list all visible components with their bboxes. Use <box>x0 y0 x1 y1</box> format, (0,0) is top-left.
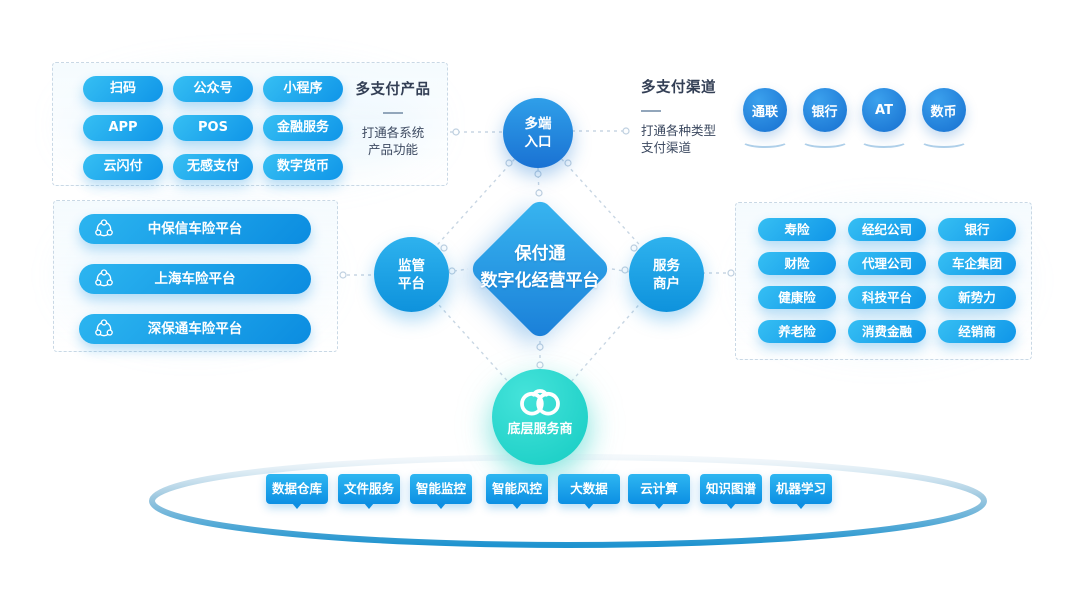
payment-products-grid: 扫码 公众号 小程序 APP POS 金融服务 云闪付 无感支付 数字货币 <box>83 76 343 180</box>
desc-line: 支付渠道 <box>641 140 692 155</box>
payment-product-pill: 小程序 <box>263 76 343 102</box>
channel-ball: 银行 <box>802 88 847 132</box>
merchant-pill: 银行 <box>938 218 1016 241</box>
payment-product-pill: 扫码 <box>83 76 163 102</box>
network-cluster-icon <box>95 269 113 287</box>
service-tag: 文件服务 <box>338 474 400 504</box>
payment-product-pill: 云闪付 <box>83 154 163 180</box>
payment-product-pill: 金融服务 <box>263 115 343 141</box>
service-tag: 智能监控 <box>410 474 472 504</box>
merchant-pill: 经销商 <box>938 320 1016 343</box>
merchant-pill: 科技平台 <box>848 286 926 309</box>
ball-shadow <box>860 134 908 148</box>
channel-ball: 通联 <box>743 88 787 132</box>
payment-products-desc: 打通各系统 产品功能 <box>343 124 443 158</box>
service-tag: 机器学习 <box>770 474 832 504</box>
merchant-pill: 代理公司 <box>848 252 926 275</box>
merchant-pill: 健康险 <box>758 286 836 309</box>
payment-products-title: 多支付产品 <box>355 82 431 98</box>
channel-ball: AT <box>862 88 906 132</box>
merchant-pill: 经纪公司 <box>848 218 926 241</box>
divider <box>641 110 661 112</box>
node-label-line: 多端 <box>524 116 552 132</box>
channel-ball-wrap: 通联 <box>741 88 789 148</box>
ball-shadow <box>919 134 968 148</box>
payment-product-pill: POS <box>173 115 253 141</box>
base-ellipse <box>149 454 987 548</box>
desc-line: 产品功能 <box>367 142 418 157</box>
node-label-line: 监管 <box>398 257 425 274</box>
merchant-service-node: 服务 商户 <box>629 237 704 312</box>
payment-channels-label: 多支付渠道 打通各种类型 支付渠道 <box>641 76 751 156</box>
payment-product-pill: APP <box>83 115 163 141</box>
platform-pill: 上海车险平台 <box>79 264 311 294</box>
service-tag: 知识图谱 <box>700 474 762 504</box>
node-label-line: 入口 <box>524 134 552 150</box>
payment-channel-balls: 通联 银行 AT 数币 <box>741 88 968 148</box>
merchant-pill: 消费金融 <box>848 320 926 343</box>
platform-pill: 中保信车险平台 <box>79 214 311 244</box>
network-cluster-icon <box>95 219 113 237</box>
merchant-pill: 新势力 <box>938 286 1016 309</box>
channel-ball-wrap: 数币 <box>919 88 968 148</box>
channel-ball: 数币 <box>921 88 966 132</box>
base-service-provider-node: 底层服务商 <box>492 369 588 465</box>
ball-shadow <box>741 134 789 148</box>
node-label-line: 平台 <box>398 275 425 292</box>
merchant-pill: 财险 <box>758 252 836 275</box>
node-label-line: 商户 <box>653 275 680 292</box>
payment-products-box: 扫码 公众号 小程序 APP POS 金融服务 云闪付 无感支付 数字货币 多支… <box>52 62 448 186</box>
network-cluster-icon <box>95 319 113 337</box>
service-tag: 智能风控 <box>486 474 548 504</box>
merchants-grid: 寿险 经纪公司 银行 财险 代理公司 车企集团 健康险 科技平台 新势力 养老险… <box>758 218 1016 343</box>
node-label-line: 服务 <box>653 257 680 274</box>
merchant-pill: 养老险 <box>758 320 836 343</box>
merchant-pill: 车企集团 <box>938 252 1016 275</box>
desc-line: 打通各种类型 <box>641 123 717 138</box>
merchants-box: 寿险 经纪公司 银行 财险 代理公司 车企集团 健康险 科技平台 新势力 养老险… <box>735 202 1032 360</box>
service-tag: 数据仓库 <box>266 474 328 504</box>
payment-product-pill: 公众号 <box>173 76 253 102</box>
desc-line: 打通各系统 <box>361 125 425 140</box>
payment-product-pill: 数字货币 <box>263 154 343 180</box>
payment-product-pill: 无感支付 <box>173 154 253 180</box>
insurance-platforms-box: 中保信车险平台 上海车险平台 深保通车险平台 <box>53 200 338 352</box>
cloud-infinity-logo-icon <box>520 389 560 416</box>
service-tag: 大数据 <box>558 474 620 504</box>
base-service-provider-label: 底层服务商 <box>507 422 573 437</box>
platform-pill-label: 中保信车险平台 <box>147 221 243 237</box>
divider <box>383 112 403 114</box>
service-tag: 云计算 <box>628 474 690 504</box>
platform-pill-label: 深保通车险平台 <box>147 321 243 337</box>
multi-entry-node: 多端 入口 <box>503 98 573 168</box>
payment-channels-title: 多支付渠道 <box>641 80 716 96</box>
core-platform-label: 保付通 数字化经营平台 <box>450 241 630 295</box>
core-platform-name: 保付通 <box>514 244 566 264</box>
platform-pill-label: 上海车险平台 <box>154 271 236 287</box>
platform-pill: 深保通车险平台 <box>79 314 311 344</box>
core-platform-subtitle: 数字化经营平台 <box>480 271 600 291</box>
channel-ball-wrap: 银行 <box>800 88 849 148</box>
regulatory-node: 监管 平台 <box>374 237 449 312</box>
ball-shadow <box>800 134 849 148</box>
channel-ball-wrap: AT <box>860 88 908 148</box>
payment-channels-desc: 打通各种类型 支付渠道 <box>641 122 751 156</box>
merchant-pill: 寿险 <box>758 218 836 241</box>
payment-products-label: 多支付产品 打通各系统 产品功能 <box>343 78 443 158</box>
